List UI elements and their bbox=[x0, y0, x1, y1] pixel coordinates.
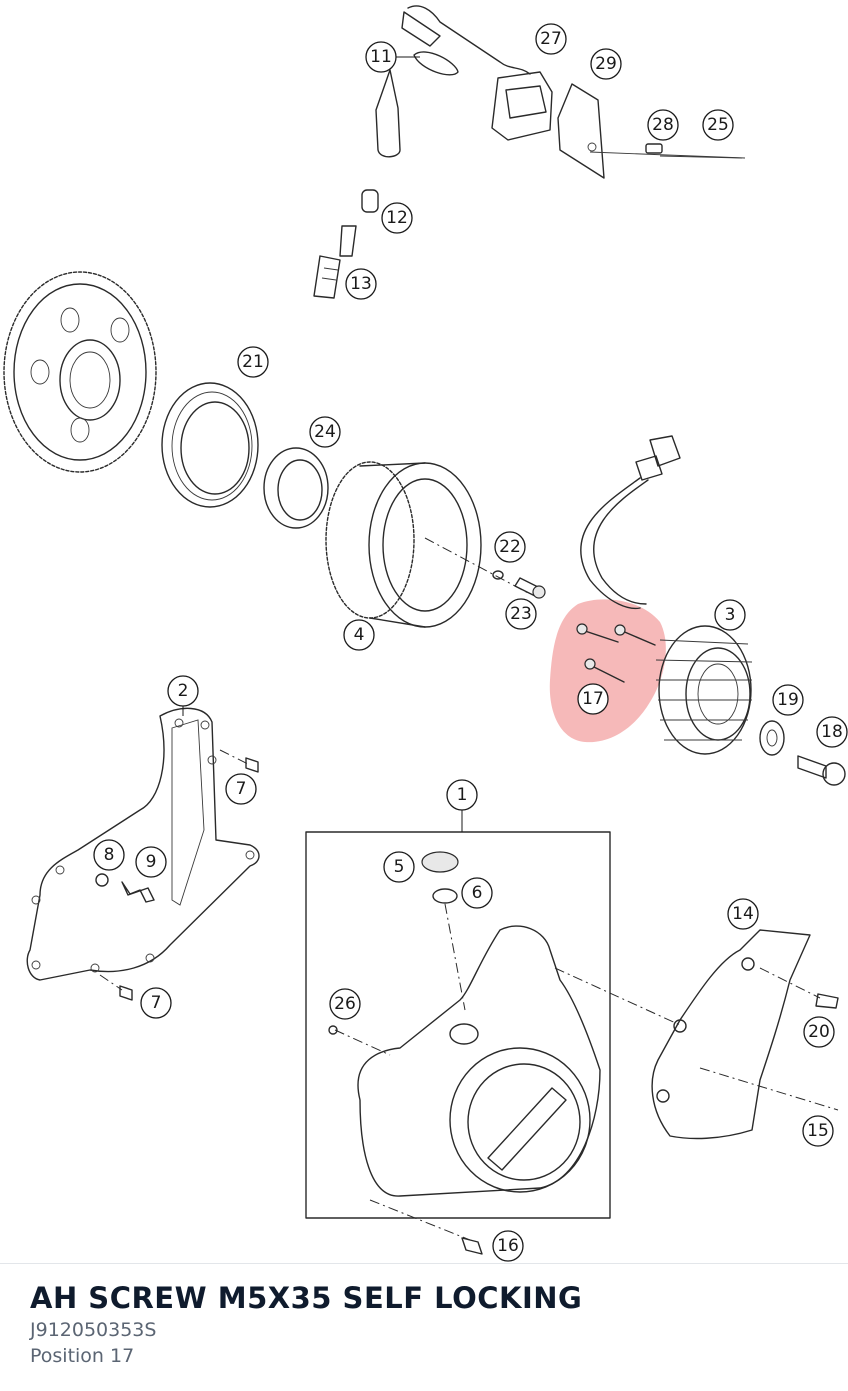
svg-text:14: 14 bbox=[732, 904, 754, 924]
svg-text:11: 11 bbox=[370, 47, 392, 67]
svg-text:18: 18 bbox=[821, 722, 843, 742]
svg-text:26: 26 bbox=[334, 994, 356, 1014]
callout-27[interactable]: 27 bbox=[535, 23, 567, 55]
svg-text:29: 29 bbox=[595, 54, 617, 74]
selected-part-highlight bbox=[549, 599, 666, 743]
svg-text:17: 17 bbox=[582, 689, 604, 709]
callout-20[interactable]: 20 bbox=[803, 1016, 835, 1048]
small-fasteners bbox=[95, 749, 259, 1001]
callout-7-lower[interactable]: 7 bbox=[140, 987, 172, 1019]
svg-text:27: 27 bbox=[540, 29, 562, 49]
ignition-coil-group bbox=[375, 5, 746, 179]
svg-text:12: 12 bbox=[386, 208, 408, 228]
rotor-nut-group bbox=[424, 537, 546, 599]
callout-1[interactable]: 1 bbox=[446, 779, 478, 811]
starter-gear bbox=[3, 271, 157, 473]
svg-text:19: 19 bbox=[777, 690, 799, 710]
callout-12[interactable]: 12 bbox=[381, 202, 413, 234]
svg-text:6: 6 bbox=[472, 883, 483, 903]
callout-17[interactable]: 17 bbox=[577, 683, 609, 715]
svg-text:20: 20 bbox=[808, 1022, 830, 1042]
callout-8[interactable]: 8 bbox=[93, 839, 125, 871]
callout-2[interactable]: 2 bbox=[167, 675, 199, 716]
svg-text:1: 1 bbox=[457, 785, 468, 805]
svg-text:8: 8 bbox=[104, 845, 115, 865]
cover-assembly-box bbox=[305, 810, 611, 1241]
svg-text:15: 15 bbox=[807, 1121, 829, 1141]
bearing bbox=[263, 447, 329, 529]
callout-23[interactable]: 23 bbox=[505, 598, 537, 630]
callout-13[interactable]: 13 bbox=[345, 268, 377, 300]
callout-29[interactable]: 29 bbox=[590, 48, 622, 80]
sprocket-cover bbox=[461, 929, 839, 1255]
svg-text:7: 7 bbox=[236, 779, 247, 799]
callout-9[interactable]: 9 bbox=[135, 846, 167, 878]
callout-25[interactable]: 25 bbox=[702, 109, 734, 141]
exploded-parts-diagram: 11 27 29 28 25 12 13 21 24 22 23 4 3 17 … bbox=[3, 5, 848, 1262]
callout-19[interactable]: 19 bbox=[772, 684, 804, 716]
callout-5[interactable]: 5 bbox=[383, 851, 415, 883]
callout-6[interactable]: 6 bbox=[461, 877, 493, 909]
svg-text:3: 3 bbox=[725, 605, 736, 625]
part-position: Position 17 bbox=[30, 1345, 135, 1367]
svg-text:4: 4 bbox=[354, 625, 365, 645]
svg-text:16: 16 bbox=[497, 1236, 519, 1256]
callout-3[interactable]: 3 bbox=[714, 599, 746, 631]
gasket bbox=[26, 707, 260, 981]
part-info-footer: AH SCREW M5X35 SELF LOCKING J912050353S … bbox=[0, 1263, 848, 1391]
svg-text:22: 22 bbox=[499, 537, 521, 557]
svg-text:25: 25 bbox=[707, 115, 729, 135]
callout-22[interactable]: 22 bbox=[494, 531, 526, 563]
callout-26[interactable]: 26 bbox=[329, 988, 361, 1020]
svg-text:13: 13 bbox=[350, 274, 372, 294]
callout-16[interactable]: 16 bbox=[492, 1230, 524, 1262]
callout-15[interactable]: 15 bbox=[802, 1115, 834, 1147]
washer-and-bolt bbox=[759, 720, 846, 786]
svg-text:9: 9 bbox=[146, 852, 157, 872]
svg-text:5: 5 bbox=[394, 857, 405, 877]
callout-21[interactable]: 21 bbox=[237, 346, 269, 378]
callout-18[interactable]: 18 bbox=[816, 716, 848, 748]
callout-28[interactable]: 28 bbox=[647, 109, 679, 141]
freewheel bbox=[161, 382, 259, 508]
callout-24[interactable]: 24 bbox=[309, 416, 341, 448]
svg-text:28: 28 bbox=[652, 115, 674, 135]
svg-text:7: 7 bbox=[151, 993, 162, 1013]
part-title: AH SCREW M5X35 SELF LOCKING bbox=[30, 1281, 583, 1315]
callout-11[interactable]: 11 bbox=[365, 41, 420, 73]
callout-14[interactable]: 14 bbox=[727, 898, 759, 930]
svg-text:2: 2 bbox=[178, 681, 189, 701]
part-number: J912050353S bbox=[30, 1319, 157, 1341]
screw-17-group bbox=[576, 623, 656, 683]
spark-plug-group bbox=[313, 189, 379, 299]
svg-text:24: 24 bbox=[314, 422, 336, 442]
svg-text:23: 23 bbox=[510, 604, 532, 624]
svg-text:21: 21 bbox=[242, 352, 264, 372]
callout-7-upper[interactable]: 7 bbox=[225, 773, 257, 805]
stator bbox=[580, 435, 753, 755]
callout-4[interactable]: 4 bbox=[343, 619, 375, 651]
rotor bbox=[325, 461, 482, 628]
